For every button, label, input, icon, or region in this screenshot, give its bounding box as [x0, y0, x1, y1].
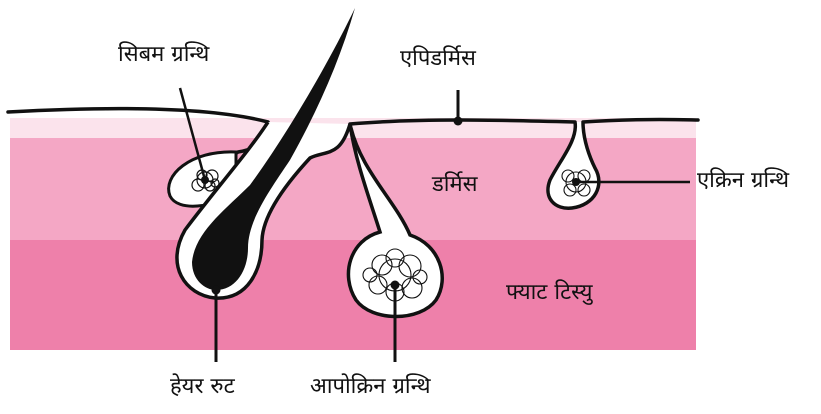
epidermis-pointer-dot [454, 117, 463, 126]
sebaceous-gland-label: सिबम ग्रन्थि [118, 44, 209, 66]
dermis-label: डर्मिस [432, 174, 478, 196]
epidermis-label: एपिडर्मिस [400, 48, 476, 70]
hair-root-pointer-dot [212, 286, 221, 295]
hair-root-label: हेयर रुट [170, 376, 235, 398]
eccrine-gland-label: एक्रिन ग्रन्थि [697, 170, 789, 192]
fat-tissue-label: फ्याट टिस्यु [506, 282, 592, 304]
apocrine-gland-label: आपोक्रिन ग्रन्थि [310, 376, 431, 398]
